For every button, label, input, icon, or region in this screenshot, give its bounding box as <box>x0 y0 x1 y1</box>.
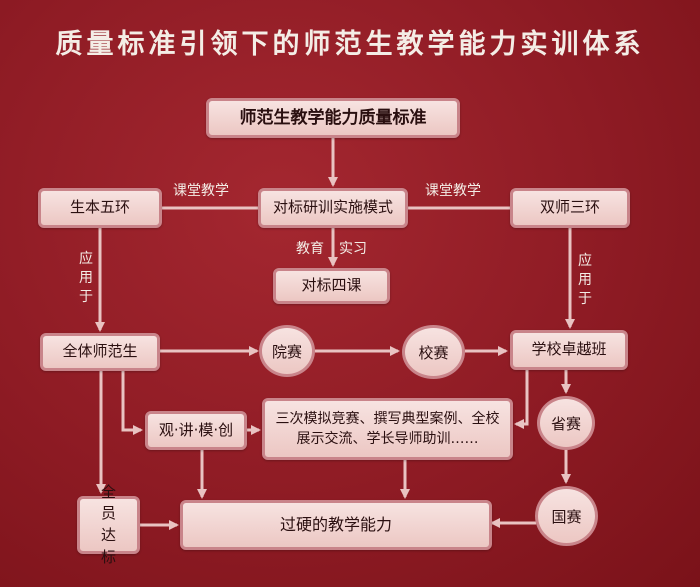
label-classroom-left: 课堂教学 <box>173 183 229 199</box>
node-observe-teach: 观·讲·模·创 <box>145 411 247 450</box>
node-all-students: 全体师范生 <box>40 333 160 371</box>
node-school-contest: 校赛 <box>402 325 465 379</box>
arrow-elite-to-activities <box>514 370 529 429</box>
label-classroom-right: 课堂教学 <box>425 183 481 199</box>
diagram-title: 质量标准引领下的师范生教学能力实训体系 <box>55 29 645 60</box>
node-left-ring: 生本五环 <box>38 188 162 228</box>
node-national-contest: 国赛 <box>535 486 598 546</box>
node-provincial-contest: 省赛 <box>537 396 595 450</box>
node-four-courses: 对标四课 <box>273 268 390 304</box>
node-activities: 三次模拟竞赛、撰写典型案例、全校展示交流、学长导师助训…… <box>262 398 513 460</box>
node-right-ring: 双师三环 <box>510 188 630 228</box>
node-college-contest: 院赛 <box>259 325 315 377</box>
node-implementation-model: 对标研训实施模式 <box>258 188 408 228</box>
label-apply-left: 应用于 <box>79 251 93 305</box>
label-apply-right: 应用于 <box>578 253 592 307</box>
label-education: 教育 <box>296 241 324 257</box>
label-practice: 实习 <box>339 241 367 257</box>
node-quality-standard: 师范生教学能力质量标准 <box>206 98 460 138</box>
node-all-pass: 全员达标 <box>77 483 140 566</box>
node-teaching-ability: 过硬的教学能力 <box>180 500 492 550</box>
node-elite-class: 学校卓越班 <box>510 330 628 370</box>
arrow-students-to-observe <box>121 370 143 435</box>
